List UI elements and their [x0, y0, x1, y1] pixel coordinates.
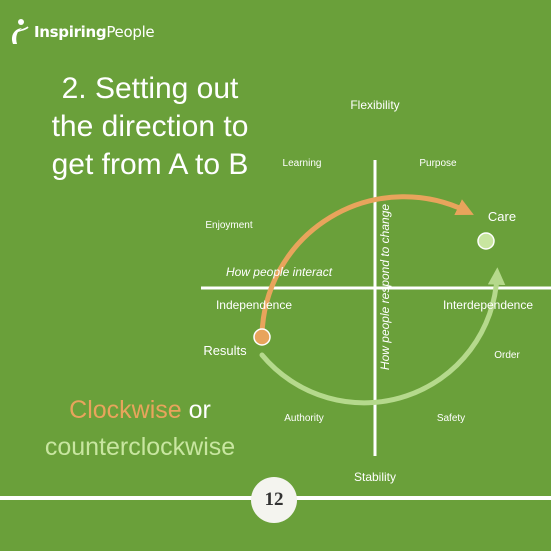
- brand-logo: InspiringPeople: [8, 18, 155, 46]
- clockwise-arc: [259, 194, 474, 338]
- label-authority: Authority: [284, 413, 323, 424]
- direction-tagline: Clockwise or counterclockwise: [20, 392, 260, 466]
- counterclockwise-word: counterclockwise: [44, 433, 236, 461]
- title-line-2: the direction to: [51, 110, 249, 143]
- label-how-people-respond-to-change: How people respond to change: [378, 204, 392, 370]
- label-stability: Stability: [354, 470, 396, 484]
- label-learning: Learning: [283, 158, 322, 169]
- brand-name: InspiringPeople: [34, 23, 155, 41]
- clockwise-word: Clockwise: [69, 396, 182, 424]
- page-number-badge: 12: [251, 477, 297, 523]
- results-dot: [253, 328, 271, 346]
- label-how-people-interact: How people interact: [226, 265, 333, 279]
- slide-title: 2. Setting out the direction to get from…: [20, 70, 280, 184]
- label-enjoyment: Enjoyment: [205, 220, 252, 231]
- label-care: Care: [488, 209, 516, 224]
- label-interdependence: Interdependence: [443, 298, 533, 312]
- label-flexibility: Flexibility: [350, 98, 399, 112]
- label-independence: Independence: [216, 298, 292, 312]
- label-order: Order: [494, 350, 520, 361]
- label-safety: Safety: [437, 413, 465, 424]
- counterclockwise-arc: [259, 267, 506, 406]
- title-line-3: get from A to B: [51, 148, 249, 181]
- label-results: Results: [203, 343, 247, 358]
- or-word: or: [181, 396, 211, 424]
- title-line-1: 2. Setting out: [61, 72, 239, 105]
- label-purpose: Purpose: [419, 158, 457, 169]
- person-icon: [12, 19, 29, 44]
- care-dot: [477, 232, 495, 250]
- page-number: 12: [264, 489, 284, 510]
